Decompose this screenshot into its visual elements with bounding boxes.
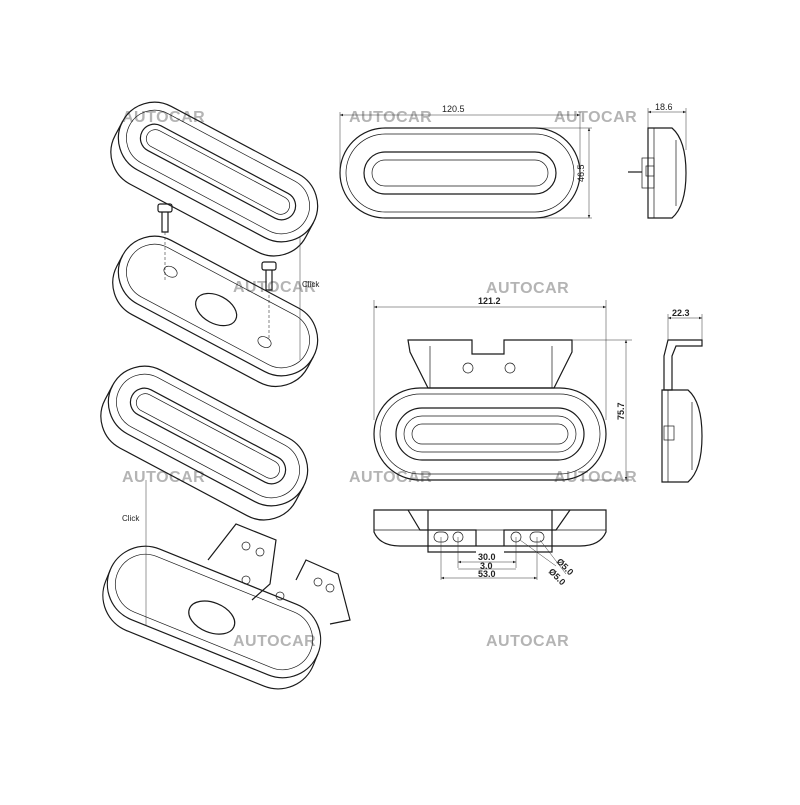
- dim-front-height: 46.5: [576, 164, 586, 182]
- watermark-9: AUTOCAR: [233, 633, 316, 650]
- click-label-top: Click: [302, 280, 320, 289]
- dim-bracket-width: 121.2: [478, 296, 501, 306]
- dim-bracket-height: 75.7: [616, 402, 626, 420]
- watermarks: AUTOCAR AUTOCAR AUTOCAR AUTOCAR AUTOCAR …: [122, 109, 637, 650]
- exploded-view-screw-mount: Click: [110, 101, 320, 387]
- dim-hole-overall: 53.0: [478, 569, 496, 579]
- base-plate-iso-1: [112, 235, 319, 387]
- dim-hole-spacing: 30.0: [478, 552, 496, 562]
- watermark-3: AUTOCAR: [554, 109, 637, 126]
- screw-left: [157, 203, 173, 282]
- watermark-7: AUTOCAR: [349, 469, 432, 486]
- bracket-base-iso: [102, 545, 322, 690]
- dim-side-depth: 18.6: [655, 102, 673, 112]
- watermark-10: AUTOCAR: [486, 633, 569, 650]
- bracket-bottom-view: 30.0 3.0 53.0 Ø5.0 Ø5.0: [373, 509, 607, 587]
- side-view: 18.6: [628, 102, 687, 219]
- exploded-view-bracket-mount: Click: [100, 365, 351, 690]
- watermark-4: AUTOCAR: [233, 279, 316, 296]
- bracket-front-view: 121.2 75.7: [373, 296, 632, 481]
- lamp-body-iso-2: [100, 365, 309, 521]
- watermark-5: AUTOCAR: [486, 280, 569, 297]
- dim-hole-offset: 3.0: [480, 561, 493, 571]
- front-view: 120.5 46.5: [339, 104, 592, 219]
- click-label-bottom: Click: [122, 514, 140, 523]
- screw-right: [261, 261, 277, 340]
- mounting-bracket-iso: [207, 523, 351, 625]
- watermark-2: AUTOCAR: [349, 109, 432, 126]
- dim-bracket-side-depth: 22.3: [672, 308, 690, 318]
- bracket-side-view: 22.3: [661, 308, 703, 483]
- watermark-8: AUTOCAR: [554, 469, 637, 486]
- dim-front-width: 120.5: [442, 104, 465, 114]
